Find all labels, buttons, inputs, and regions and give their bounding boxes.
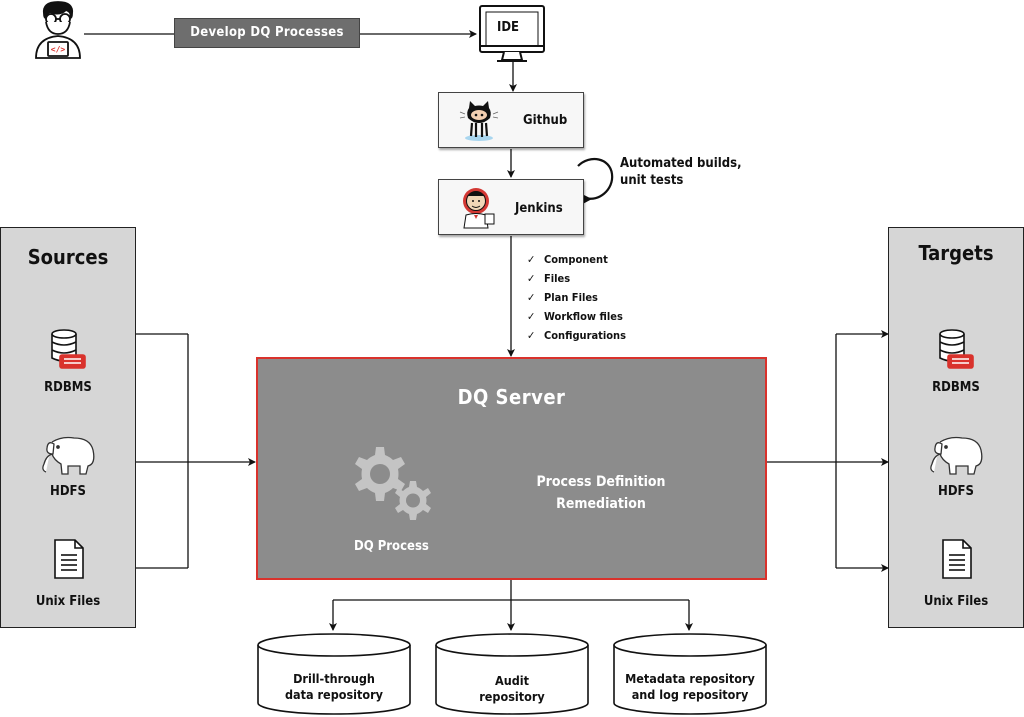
sources-panel: Sources RDBMS HDFS Unix Files bbox=[0, 227, 136, 628]
jenkins-butler-icon bbox=[463, 188, 495, 229]
jenkins-box: Jenkins bbox=[438, 179, 584, 235]
audit-repository-label: Audit repository bbox=[434, 673, 590, 705]
process-definition-label: Process Definition bbox=[536, 474, 666, 490]
sources-title: Sources bbox=[27, 245, 109, 269]
checklist-item-label: Component bbox=[544, 253, 608, 266]
check-icon: ✓ bbox=[527, 310, 536, 323]
targets-panel: Targets RDBMS HDFS Unix Files bbox=[888, 227, 1024, 628]
checklist-item: ✓ Configurations bbox=[527, 326, 626, 345]
checklist-item: ✓ Files bbox=[527, 269, 626, 288]
svg-text:</>: </> bbox=[51, 45, 66, 54]
github-box: Github bbox=[438, 92, 584, 148]
artifact-checklist: ✓ Component ✓ Files ✓ Plan Files ✓ Workflow … bbox=[527, 250, 626, 345]
metadata-repository-line2: and log repository bbox=[631, 687, 749, 702]
develop-dq-processes-box: Develop DQ Processes bbox=[174, 18, 360, 48]
targets-unix-files-label: Unix Files bbox=[923, 594, 989, 609]
database-icon bbox=[939, 329, 974, 369]
checklist-item: ✓ Workflow files bbox=[527, 307, 626, 326]
check-icon: ✓ bbox=[527, 253, 536, 266]
checklist-item-label: Plan Files bbox=[544, 291, 598, 304]
metadata-repository-cylinder bbox=[613, 633, 767, 715]
gears-icon bbox=[355, 447, 431, 520]
audit-repository-cylinder bbox=[435, 633, 589, 715]
checklist-item-label: Files bbox=[544, 272, 571, 285]
dq-server-box: DQ Server DQ Process Process Definition … bbox=[256, 357, 767, 580]
github-octocat-icon bbox=[459, 101, 499, 141]
check-icon: ✓ bbox=[527, 291, 536, 304]
audit-repository-line1: Audit bbox=[495, 673, 529, 688]
targets-rdbms-label: RDBMS bbox=[932, 380, 980, 395]
hadoop-elephant-icon bbox=[42, 436, 95, 475]
automated-builds-note: Automated builds, unit tests bbox=[620, 155, 742, 189]
automated-builds-note-line1: Automated builds, bbox=[620, 156, 742, 171]
remediation-label: Remediation bbox=[556, 496, 646, 512]
drill-through-repository-cylinder bbox=[257, 633, 411, 715]
jenkins-label: Jenkins bbox=[515, 201, 563, 216]
sources-unix-files-label: Unix Files bbox=[35, 594, 101, 609]
document-icon bbox=[942, 539, 972, 579]
audit-repository-line2: repository bbox=[479, 689, 545, 704]
github-label: Github bbox=[523, 113, 568, 128]
sources-hdfs-label: HDFS bbox=[50, 484, 86, 499]
check-icon: ✓ bbox=[527, 272, 536, 285]
drill-through-repository-label: Drill-through data repository bbox=[256, 671, 412, 703]
document-icon bbox=[54, 539, 84, 579]
dq-server-title: DQ Server bbox=[457, 385, 566, 409]
drill-through-repository-line2: data repository bbox=[285, 687, 383, 702]
metadata-repository-line1: Metadata repository bbox=[625, 671, 755, 686]
targets-title: Targets bbox=[918, 241, 994, 265]
checklist-item: ✓ Plan Files bbox=[527, 288, 626, 307]
automated-builds-note-line2: unit tests bbox=[620, 173, 684, 188]
sources-rdbms-label: RDBMS bbox=[44, 380, 92, 395]
checklist-item-label: Configurations bbox=[544, 329, 626, 342]
checklist-item: ✓ Component bbox=[527, 250, 626, 269]
ide-label: IDE bbox=[497, 20, 520, 35]
targets-hdfs-label: HDFS bbox=[938, 484, 974, 499]
checklist-item-label: Workflow files bbox=[544, 310, 623, 323]
check-icon: ✓ bbox=[527, 329, 536, 342]
ide-monitor-icon bbox=[479, 5, 545, 62]
developer-icon: </> bbox=[35, 1, 81, 59]
hadoop-elephant-icon bbox=[930, 436, 983, 475]
drill-through-repository-line1: Drill-through bbox=[293, 671, 375, 686]
dq-process-label: DQ Process bbox=[354, 539, 429, 554]
database-icon bbox=[51, 329, 86, 369]
metadata-repository-label: Metadata repository and log repository bbox=[612, 671, 768, 703]
